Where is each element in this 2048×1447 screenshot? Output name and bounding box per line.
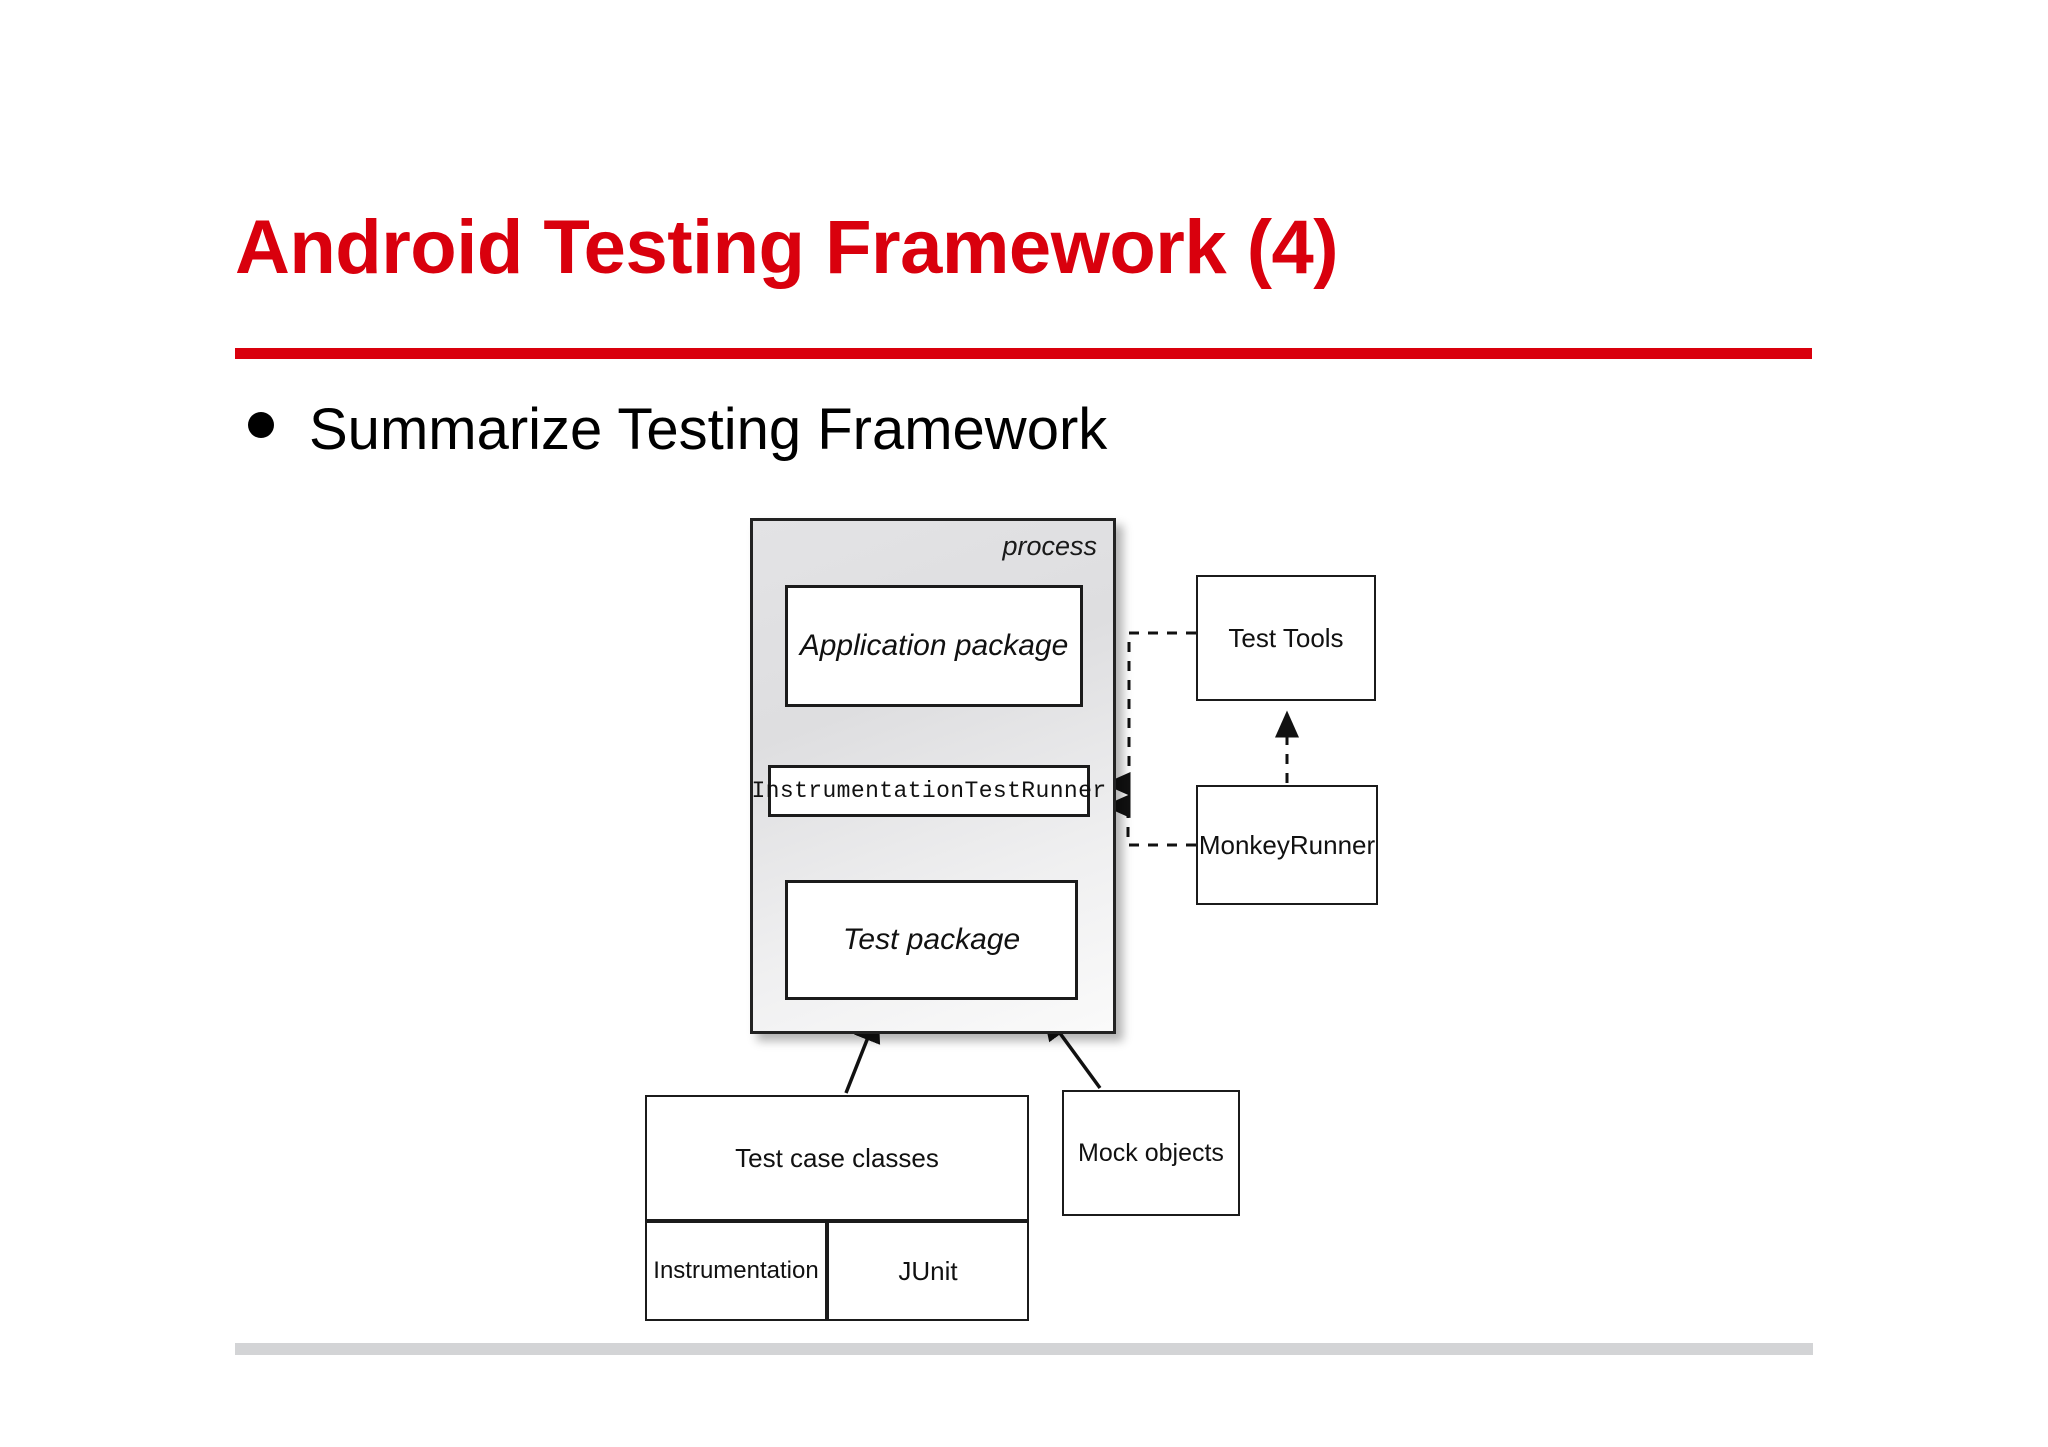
- bullet-dot-icon: [248, 412, 274, 438]
- node-monkey-runner-label: MonkeyRunner: [1198, 829, 1376, 860]
- node-test-tools-label: Test Tools: [1228, 622, 1344, 653]
- node-instrumentation-test-runner: InstrumentationTestRunner: [751, 765, 1106, 817]
- bullet-label: Summarize Testing Framework: [309, 397, 1108, 462]
- node-instrumentation-label: Instrumentation: [653, 1257, 819, 1284]
- page-title: Android Testing Framework (4): [235, 205, 1339, 290]
- node-test-package: Test package: [785, 880, 1078, 1000]
- node-junit: JUnit: [827, 1221, 1029, 1321]
- footer-bar: [235, 1343, 1813, 1355]
- node-test-tools: Test Tools: [1196, 575, 1376, 701]
- node-test-case-classes-label: Test case classes: [735, 1142, 939, 1173]
- node-test-package-label: Test package: [842, 923, 1021, 956]
- bullet-item: Summarize Testing Framework: [248, 398, 1107, 462]
- node-test-case-classes: Test case classes: [645, 1095, 1029, 1221]
- edge-test-tools-to-itr: [1103, 631, 1196, 796]
- node-junit-label: JUnit: [898, 1255, 958, 1286]
- node-instrumentation-test-runner-label: InstrumentationTestRunner: [751, 778, 1107, 804]
- node-application-package-label: Application package: [799, 629, 1069, 662]
- node-instrumentation: Instrumentation: [645, 1221, 827, 1321]
- title-underline-rule: [235, 348, 1812, 359]
- edge-monkeyrunner-to-itr: [1103, 794, 1196, 847]
- node-monkey-runner: MonkeyRunner: [1196, 785, 1378, 905]
- node-mock-objects: Mock objects: [1062, 1090, 1240, 1216]
- process-label: process: [1002, 531, 1097, 561]
- node-mock-objects-label: Mock objects: [1078, 1138, 1224, 1167]
- node-application-package: Application package: [785, 585, 1083, 707]
